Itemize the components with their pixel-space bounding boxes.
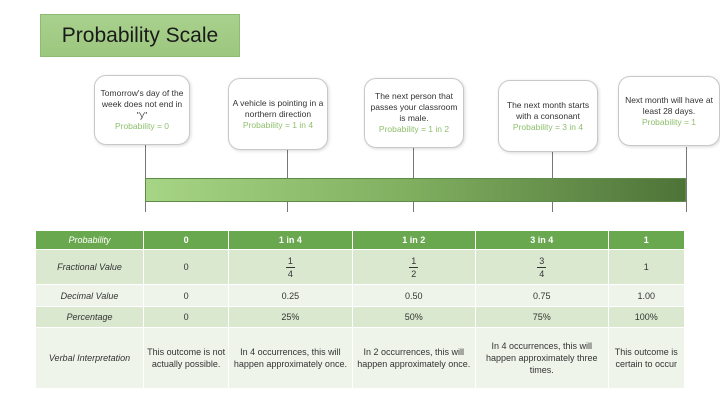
numerator: 1 (285, 255, 295, 268)
table-cell: 0 (142, 249, 230, 285)
table-cell: 25% (228, 306, 353, 328)
callout-probability: Probability = 1 in 4 (242, 119, 314, 130)
table-cell: 100% (607, 306, 686, 328)
denominator: 4 (287, 268, 293, 279)
probability-gradient-bar (145, 178, 686, 202)
row-label: Decimal Value (35, 284, 144, 307)
header-cell: 0 (142, 230, 230, 250)
callout-1: A vehicle is pointing in a northern dire… (228, 78, 328, 150)
table-header-row: Probability 0 1 in 4 1 in 2 3 in 4 1 (35, 230, 686, 250)
header-cell: 3 in 4 (474, 230, 609, 250)
callout-0: Tomorrow's day of the week does not end … (94, 75, 190, 145)
table-cell: 50% (351, 306, 476, 328)
scale-tick (686, 147, 687, 212)
denominator: 2 (411, 268, 417, 279)
table-row-decimal: Decimal Value 0 0.25 0.50 0.75 1.00 (35, 284, 686, 307)
header-cell: 1 in 2 (351, 230, 476, 250)
callout-probability: Probability = 3 in 4 (512, 121, 584, 132)
callout-text: A vehicle is pointing in a northern dire… (232, 97, 324, 119)
callout-2: The next person that passes your classro… (364, 78, 464, 148)
table-cell: 0 (142, 306, 230, 328)
denominator: 4 (539, 268, 545, 279)
table-cell: 0.75 (474, 284, 609, 307)
table-cell: 75% (474, 306, 609, 328)
table-cell: This outcome is not actually possible. (142, 327, 230, 389)
callout-text: The next month starts with a consonant (506, 99, 590, 121)
callout-text: The next person that passes your classro… (370, 91, 458, 123)
table-cell: In 4 occurrences, this will happen appro… (474, 327, 609, 389)
table-cell: 0.50 (351, 284, 476, 307)
table-cell: In 2 occurrences, this will happen appro… (351, 327, 476, 389)
callout-text: Next month will have at least 28 days. (625, 94, 713, 116)
row-label: Percentage (35, 306, 144, 328)
header-cell: Probability (35, 230, 144, 250)
callout-text: Tomorrow's day of the week does not end … (100, 88, 184, 120)
callout-probability: Probability = 0 (114, 121, 170, 131)
table-cell: This outcome is certain to occur (607, 327, 686, 389)
row-label: Verbal Interpretation (35, 327, 144, 389)
callout-probability: Probability = 1 in 2 (378, 124, 450, 134)
table-cell: In 4 occurrences, this will happen appro… (228, 327, 353, 389)
numerator: 3 (537, 255, 547, 268)
row-label: Fractional Value (35, 249, 144, 285)
table-cell: 0.25 (228, 284, 353, 307)
callout-4: Next month will have at least 28 days.Pr… (618, 76, 720, 146)
numerator: 1 (409, 255, 419, 268)
probability-table: Probability 0 1 in 4 1 in 2 3 in 4 1 Fra… (35, 230, 686, 389)
table-row-verbal: Verbal Interpretation This outcome is no… (35, 327, 686, 389)
header-cell: 1 (607, 230, 686, 250)
callout-probability: Probability = 1 (641, 116, 697, 127)
table-cell: 1.00 (607, 284, 686, 307)
header-cell: 1 in 4 (228, 230, 353, 250)
table-row-percentage: Percentage 0 25% 50% 75% 100% (35, 306, 686, 328)
page-title: Probability Scale (40, 14, 240, 57)
table-cell: 0 (142, 284, 230, 307)
table-cell: 1 (607, 249, 686, 285)
